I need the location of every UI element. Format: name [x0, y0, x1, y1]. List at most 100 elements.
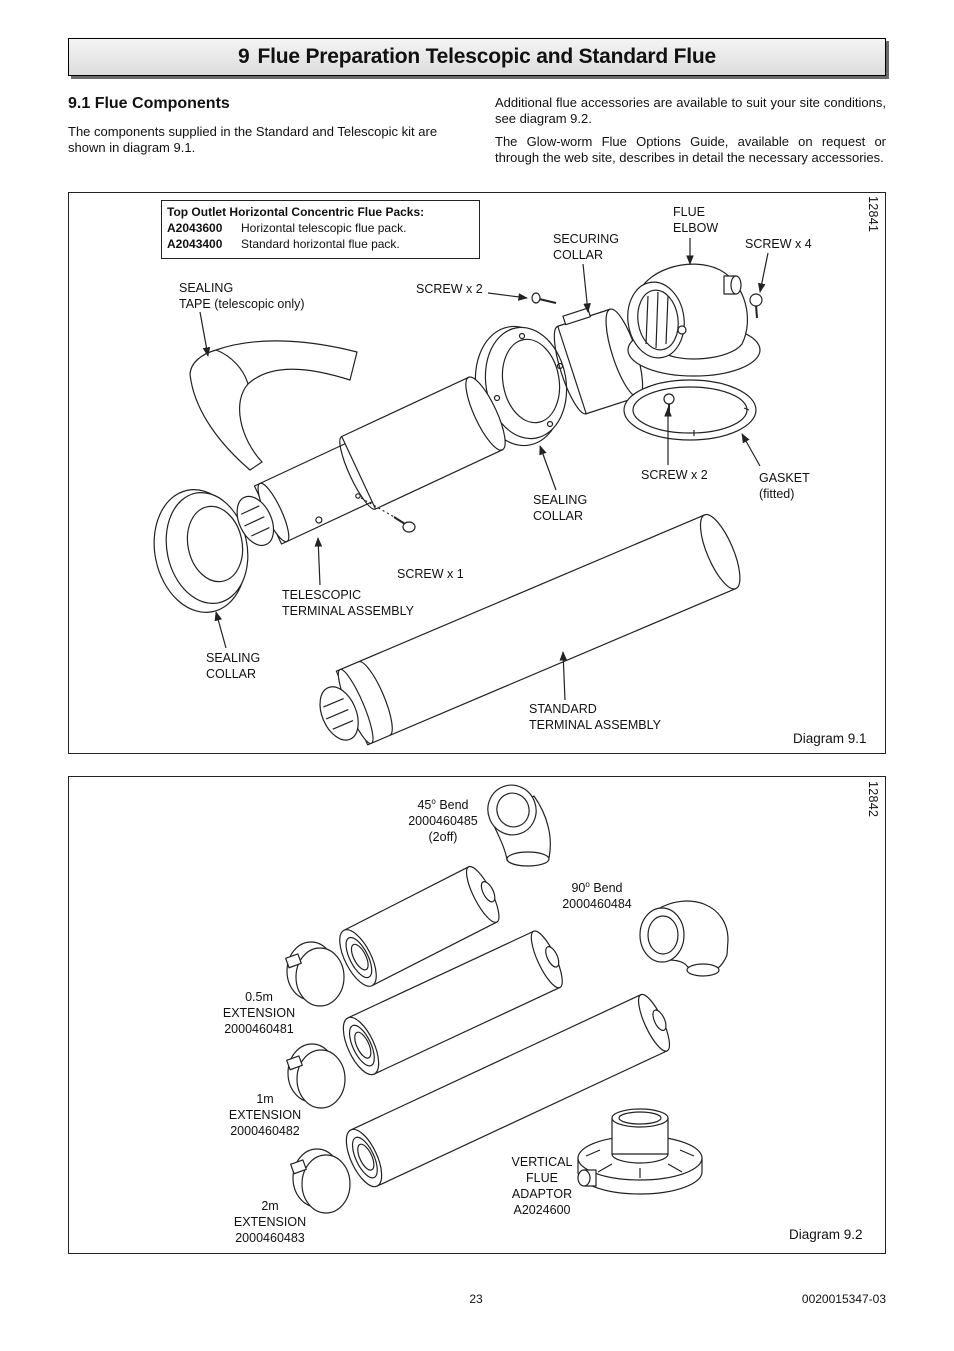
label-line: ADAPTOR — [511, 1187, 573, 1201]
leader-gasket — [742, 433, 760, 466]
label-line: SCREW x 1 — [397, 567, 464, 581]
extension-2m-spigot — [650, 1008, 668, 1032]
bend-90-angle: 90 — [571, 881, 586, 895]
section-header: 9 Flue Preparation Telescopic and Standa… — [68, 38, 886, 76]
label-line: (2off) — [428, 830, 458, 844]
clip-collar-tab — [291, 1160, 307, 1174]
sealing-collar-middle-hole — [495, 396, 500, 401]
bend-90-spigot — [687, 964, 719, 976]
telescopic-sleeve-end — [459, 373, 513, 455]
clip-collar-front — [296, 948, 344, 1006]
label-line: SCREW x 4 — [745, 237, 812, 251]
label-line: EXTENSION — [228, 1108, 302, 1122]
flue-packs-box: Top Outlet Horizontal Concentric Flue Pa… — [161, 200, 480, 259]
leader-sealing-tape — [200, 312, 211, 357]
flue-packs-title: Top Outlet Horizontal Concentric Flue Pa… — [167, 205, 425, 219]
label-line: 2000460485 — [408, 814, 478, 828]
telescopic-fixing-hole — [315, 516, 323, 524]
screw-x1-guide — [361, 498, 396, 518]
extension-2m-socket-core — [354, 1142, 377, 1172]
extension-1m-end — [526, 927, 569, 991]
bend-90 — [640, 901, 728, 976]
leader-lines — [200, 238, 768, 700]
label-line: COLLAR — [206, 667, 257, 681]
adaptor-ribs — [586, 1140, 694, 1178]
clip-collar-1m — [287, 1044, 345, 1108]
label-line: (fitted) — [759, 487, 795, 501]
extension-0-5m-spigot — [479, 880, 498, 904]
diagram-9-1-caption: Diagram 9.1 — [793, 731, 867, 746]
label-line: 2000460482 — [230, 1124, 300, 1138]
telescopic-terminal-assembly — [224, 373, 512, 564]
sealing-tape-fold — [216, 350, 248, 384]
label-line: TELESCOPIC — [282, 588, 362, 602]
label-line: EXTENSION — [233, 1215, 307, 1229]
label-line: 1m — [256, 1092, 274, 1106]
accessories-paragraph: Additional flue accessories are availabl… — [495, 95, 886, 126]
screw-hole — [356, 494, 360, 498]
label-extension-2m: 2m EXTENSION 2000460483 — [223, 1198, 317, 1246]
label-line: SEALING — [206, 651, 261, 665]
sealing-collar-middle — [466, 319, 575, 452]
telescopic-sleeve-edge — [334, 436, 376, 512]
label-extension-0-5m: 0.5m EXTENSION 2000460481 — [212, 989, 306, 1037]
label-flue-elbow: FLUE ELBOW — [673, 204, 718, 236]
bend-45-spigot — [507, 852, 549, 866]
screw-x2-bottom-head — [664, 394, 674, 404]
flue-pack-description: Standard horizontal flue pack. — [241, 237, 400, 251]
standard-outlet-louvre — [322, 699, 353, 730]
flue-pack-code: A2043600 — [167, 221, 223, 235]
label-screw-x1: SCREW x 1 — [397, 566, 464, 582]
sealing-tape — [190, 341, 357, 470]
label-line: A2024600 — [513, 1203, 571, 1217]
standard-terminal-assembly — [308, 510, 748, 754]
adaptor-side-spigot-end — [578, 1170, 590, 1186]
label-line: TAPE (telescopic only) — [179, 297, 305, 311]
label-line: VERTICAL — [511, 1155, 573, 1169]
gasket-notch — [744, 408, 749, 410]
flue-pack-description: Horizontal telescopic flue pack. — [241, 221, 407, 235]
sealing-collar-left — [143, 481, 258, 621]
label-line: 0.5m — [245, 990, 273, 1004]
sealing-collar-middle-hole — [520, 334, 525, 339]
bend-90-name: Bend — [593, 881, 623, 895]
label-extension-1m: 1m EXTENSION 2000460482 — [218, 1091, 312, 1139]
diagram-9-2-caption: Diagram 9.2 — [789, 1227, 863, 1242]
extension-1m — [336, 927, 570, 1080]
flue-elbow-ribs — [646, 292, 668, 348]
flue-pack-row: A2043600 Horizontal telescopic flue pack. — [167, 220, 406, 236]
flue-pack-code: A2043400 — [167, 237, 223, 251]
clip-collar-tab — [287, 1056, 303, 1070]
clip-collar-tab — [286, 954, 302, 968]
subsection-heading: 9.1 Flue Components — [68, 95, 230, 112]
leader-securing-collar — [583, 264, 591, 313]
bend-45-name: Bend — [439, 798, 469, 812]
label-line: SECURING — [553, 232, 619, 246]
screw-x4-head — [750, 294, 762, 306]
flue-elbow-spigot-end — [731, 276, 741, 294]
label-line: STANDARD — [529, 702, 597, 716]
extension-0-5m-socket-core — [348, 942, 371, 972]
label-line: 90o Bend — [552, 880, 642, 896]
label-line: TERMINAL ASSEMBLY — [529, 718, 661, 732]
label-sealing-collar-left: SEALING COLLAR — [206, 650, 260, 682]
label-standard-terminal: STANDARD TERMINAL ASSEMBLY — [529, 701, 661, 733]
standard-terminal-end — [693, 510, 748, 594]
label-bend-90: 90o Bend 2000460484 — [552, 880, 642, 912]
extension-1m-spigot — [543, 945, 561, 969]
drawing-number-12842: 12842 — [866, 781, 880, 818]
leader-standard-terminal — [559, 651, 568, 700]
securing-collar-edge — [547, 326, 586, 417]
screw-x1 — [394, 517, 415, 532]
label-line: TERMINAL ASSEMBLY — [282, 604, 414, 618]
label-line: SEALING — [179, 281, 234, 295]
bend-45-socket-inner — [492, 789, 534, 832]
options-guide-paragraph: The Glow-worm Flue Options Guide, availa… — [495, 134, 886, 165]
label-securing-collar: SECURING COLLAR — [553, 231, 619, 263]
degree-mark: o — [431, 797, 436, 806]
section-number: 9 — [237, 45, 250, 68]
bend-90-socket-inner — [648, 916, 678, 954]
adaptor-cylinder-base — [612, 1154, 668, 1163]
label-line: 2000460481 — [224, 1022, 294, 1036]
label-line: GASKET — [759, 471, 810, 485]
